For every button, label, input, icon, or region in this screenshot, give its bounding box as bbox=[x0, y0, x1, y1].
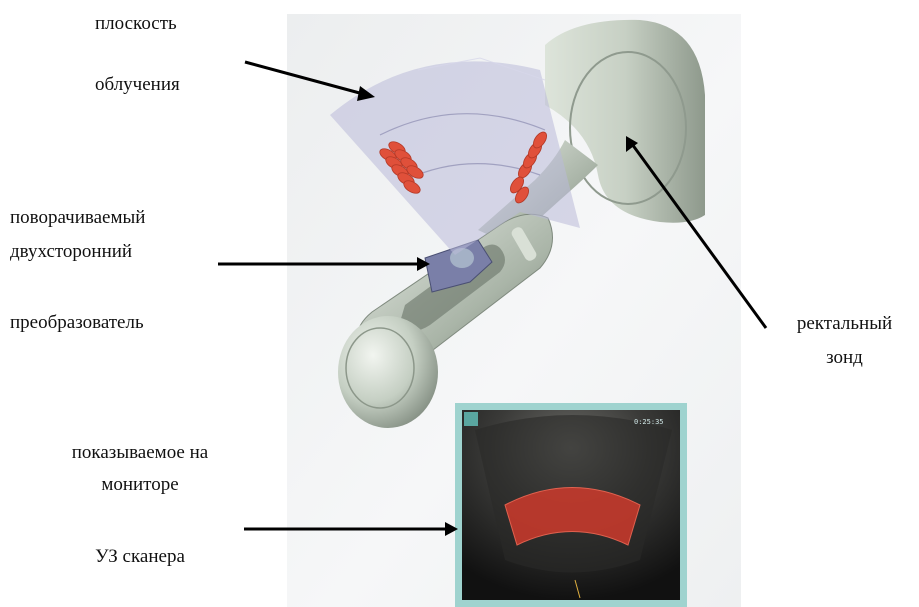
probe-tip bbox=[338, 316, 438, 428]
label-probe-2: зонд bbox=[770, 347, 919, 369]
label-irradiation-plane-1: плоскость bbox=[95, 13, 177, 35]
ultrasound-image-icon: 0:25:35 bbox=[455, 403, 687, 607]
label-monitor-1: показываемое на bbox=[20, 442, 260, 464]
label-monitor-2: мониторе bbox=[20, 474, 260, 496]
monitor-timer: 0:25:35 bbox=[634, 418, 664, 426]
label-transducer-3: преобразователь bbox=[10, 312, 144, 334]
label-irradiation-plane-2: облучения bbox=[95, 74, 180, 96]
label-probe-1: ректальный bbox=[770, 313, 919, 335]
label-transducer-2: двухсторонний bbox=[10, 241, 132, 263]
label-transducer-1: поворачиваемый bbox=[10, 207, 145, 229]
label-monitor-3: УЗ сканера bbox=[20, 546, 260, 568]
